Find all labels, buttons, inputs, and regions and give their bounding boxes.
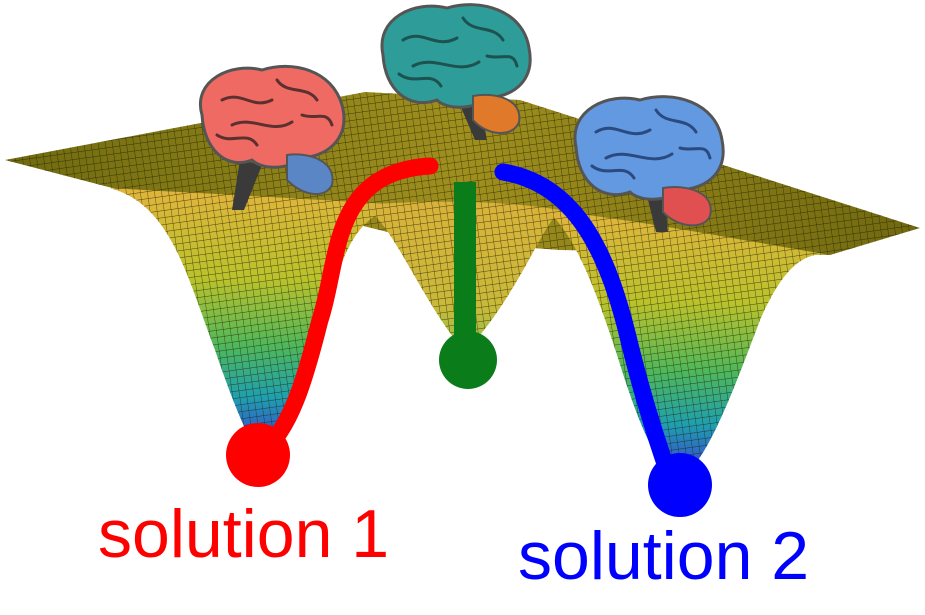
brain-icon xyxy=(380,3,532,140)
end-marker-solution-1 xyxy=(226,423,290,487)
start-marker xyxy=(439,331,497,389)
trajectories xyxy=(226,157,712,517)
solution-1-label: solution 1 xyxy=(98,496,390,572)
solution-2-label: solution 2 xyxy=(518,518,810,594)
brain-icon xyxy=(573,95,725,232)
path-solution-2 xyxy=(494,163,679,487)
end-marker-solution-2 xyxy=(648,453,712,517)
path-solution-1 xyxy=(253,157,439,461)
brain-icon xyxy=(198,64,346,210)
